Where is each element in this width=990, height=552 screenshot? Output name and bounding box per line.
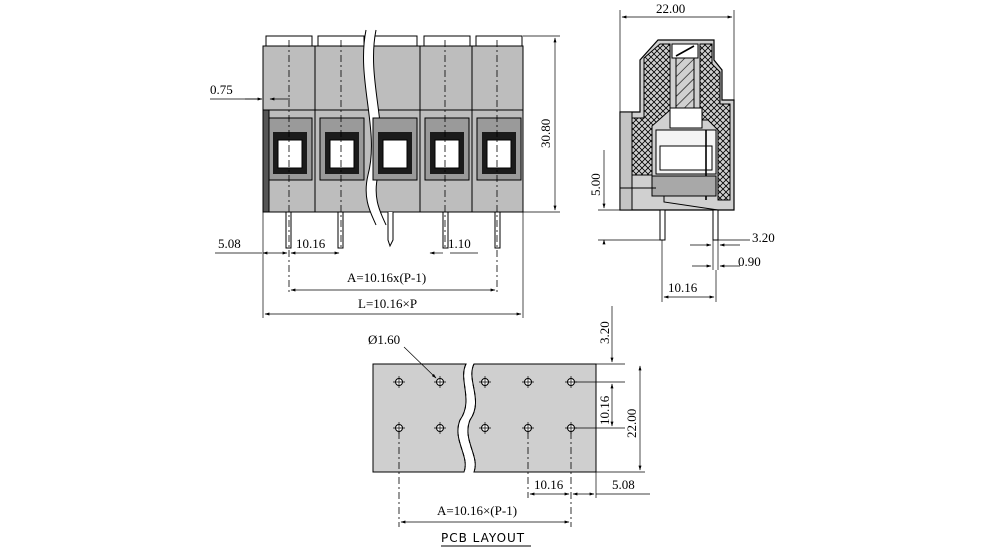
dim-edge: 5.08 bbox=[218, 236, 241, 251]
dim-pin-offset: 0.75 bbox=[210, 82, 233, 97]
pcb-board-left bbox=[372, 363, 467, 473]
pcb-layout-title: PCB LAYOUT bbox=[441, 531, 525, 545]
front-top-caps bbox=[265, 35, 523, 47]
front-wire-entries bbox=[267, 117, 522, 181]
front-center-lines bbox=[288, 40, 498, 295]
dim-width: 22.00 bbox=[656, 1, 685, 16]
dim-row-pitch: 10.16 bbox=[597, 395, 612, 425]
dim-pin-thick: 0.90 bbox=[738, 254, 761, 269]
dim-side-pitch: 10.16 bbox=[668, 280, 698, 295]
front-view: 0.75 30.80 5.08 10.16 1.10 A=10.16x(P-1)… bbox=[210, 29, 560, 318]
dim-hole: Ø1.60 bbox=[368, 332, 400, 347]
dim-a: A=10.16x(P-1) bbox=[347, 270, 426, 285]
dim-pin-width: 1.10 bbox=[448, 236, 471, 251]
dim-pin-height: 5.00 bbox=[588, 173, 603, 196]
dim-top: 3.20 bbox=[597, 321, 612, 344]
dim-pcb-pitch: 10.16 bbox=[534, 477, 564, 492]
front-pins bbox=[285, 211, 501, 249]
pcb-layout: Ø1.60 3.20 10.16 22.00 10.16 5.08 A=10.1… bbox=[368, 306, 650, 547]
side-view: 22.00 5.00 3.20 0.90 10.16 bbox=[588, 1, 775, 302]
dim-depth: 22.00 bbox=[624, 409, 639, 438]
dim-pcb-a: A=10.16×(P-1) bbox=[437, 503, 517, 518]
dim-pitch: 10.16 bbox=[296, 236, 326, 251]
dim-l: L=10.16×P bbox=[358, 296, 417, 311]
side-pin-b bbox=[712, 209, 719, 241]
side-pin-a bbox=[659, 209, 666, 241]
dim-pcb-edge: 5.08 bbox=[612, 477, 635, 492]
dim-pin-len: 3.20 bbox=[752, 230, 775, 245]
pcb-holes bbox=[393, 376, 577, 434]
dim-height: 30.80 bbox=[538, 119, 553, 148]
